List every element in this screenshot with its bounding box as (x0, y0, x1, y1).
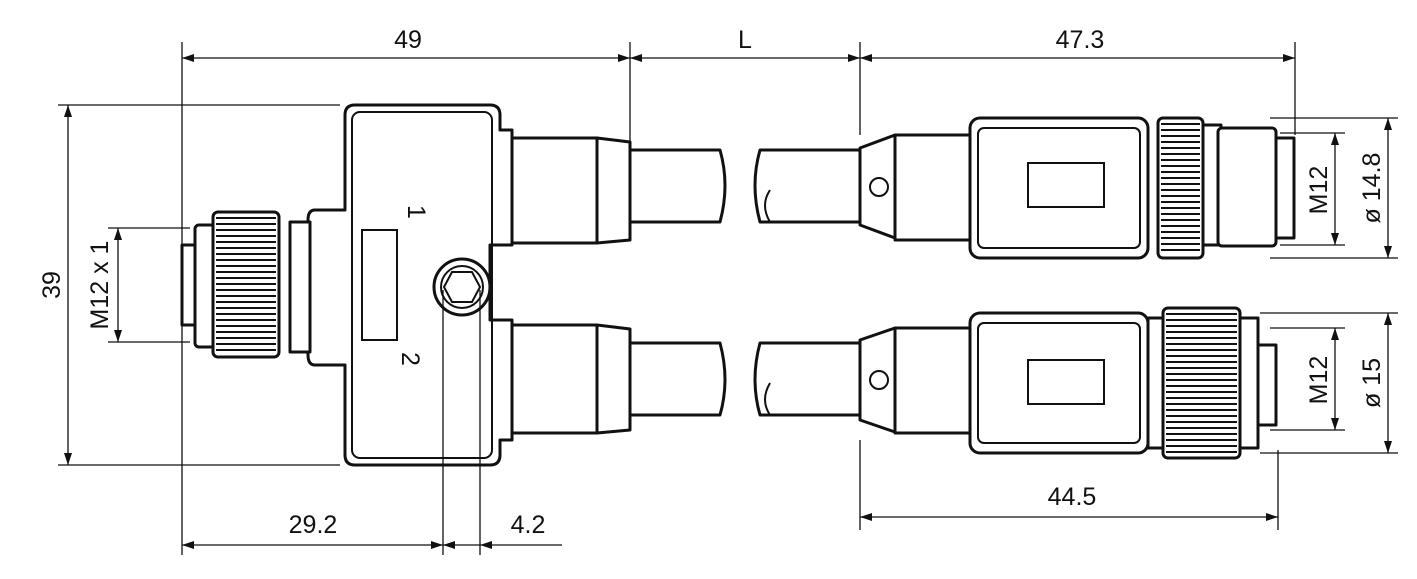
dim-29-2: 29.2 (289, 511, 338, 539)
dim-44-5: 44.5 (1048, 483, 1097, 511)
dim-m12x1: M12 x 1 (86, 241, 114, 330)
lower-female-connector (753, 306, 1278, 460)
upper-label-field (1027, 162, 1105, 208)
upper-male-connector (753, 116, 1296, 260)
dim-upper-m12: M12 (1305, 166, 1333, 215)
lower-knurled-nut (1161, 306, 1242, 460)
lower-label-field (1027, 359, 1105, 405)
dim-lower-m12: M12 (1305, 356, 1333, 405)
dim-4-2: 4.2 (511, 511, 546, 539)
port-1-label: 1 (402, 205, 430, 219)
label-field (361, 229, 398, 341)
y-splitter: 1 2 (180, 103, 727, 467)
dim-upper-diameter: ø 14.8 (1358, 153, 1386, 224)
dim-49: 49 (394, 26, 422, 54)
nut-body (1161, 306, 1242, 460)
upper-knurled-nut (1156, 116, 1205, 260)
input-knurled-nut (211, 210, 281, 359)
dim-lower-diameter: ø 15 (1358, 358, 1386, 408)
dimension-lines (64, 54, 1392, 549)
dim-47-3: 47.3 (1056, 26, 1105, 54)
mounting-hole (432, 257, 492, 317)
dim-39: 39 (38, 271, 66, 299)
port-2-label: 2 (396, 352, 424, 366)
dim-L: L (738, 26, 752, 54)
